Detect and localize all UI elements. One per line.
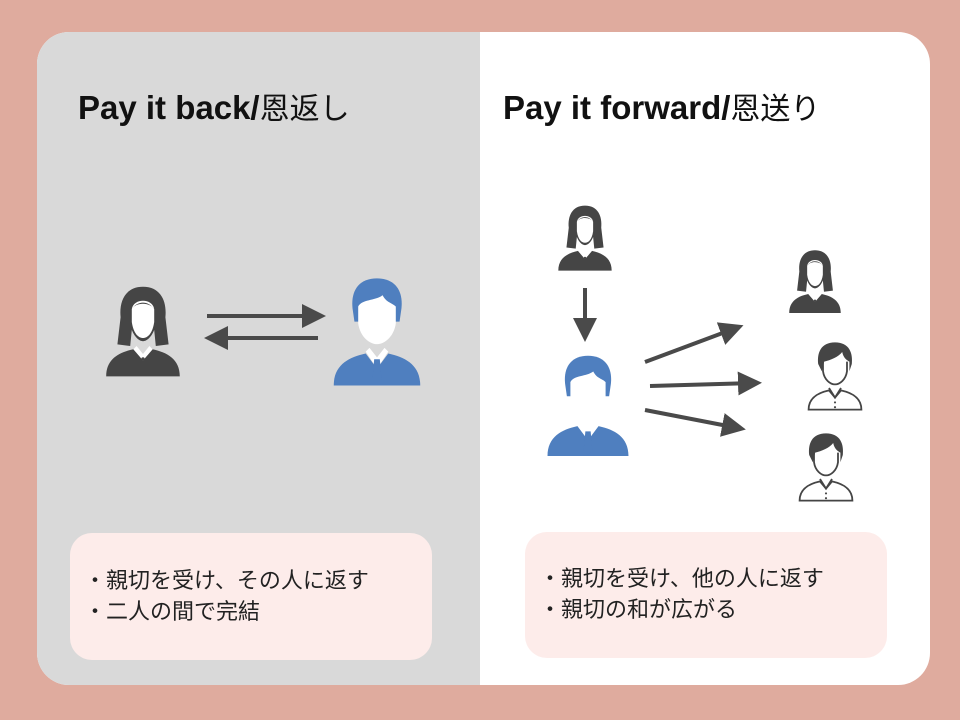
bullet: ・親切を受け、その人に返す <box>84 568 369 594</box>
man-person-icon-blue <box>333 278 421 386</box>
pay-it-back-summary: ・親切を受け、その人に返す ・二人の間で完結 <box>70 533 432 660</box>
diagram-card: Pay it back/恩返し Pay it forward/恩送り ・親切を受… <box>37 32 930 685</box>
arrow-icon <box>649 371 762 396</box>
boy-person-icon <box>807 341 863 411</box>
woman-person-icon <box>106 286 180 377</box>
pay-it-forward-summary: ・親切を受け、他の人に返す ・親切の和が広がる <box>525 532 887 658</box>
bullet: ・二人の間で完結 <box>84 599 261 625</box>
title-en: Pay it back/ <box>78 89 260 126</box>
bullet: ・親切の和が広がる <box>539 598 738 623</box>
boy-person-icon <box>798 432 854 502</box>
title-jp: 恩返し <box>259 92 350 127</box>
arrow-icon <box>644 322 744 364</box>
bullet: ・親切を受け、他の人に返す <box>539 567 824 592</box>
pay-it-back-title: Pay it back/恩返し <box>78 84 350 128</box>
giver-person-icon <box>558 205 612 271</box>
title-en: Pay it forward/ <box>503 89 731 126</box>
title-jp: 恩送り <box>730 92 821 127</box>
pay-it-forward-title: Pay it forward/恩送り <box>503 84 820 128</box>
arrow-icon <box>644 408 746 437</box>
woman-person-icon <box>789 250 841 313</box>
receiver-person-icon-blue <box>547 355 629 457</box>
